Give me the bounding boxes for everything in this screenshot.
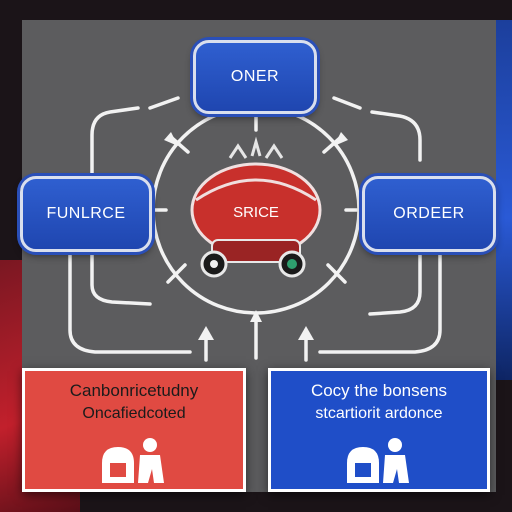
card-left-line2: Oncafiedcoted xyxy=(82,405,186,422)
connector-top-right xyxy=(332,96,362,110)
ray-sw xyxy=(166,263,187,284)
card-right-line1: Cocy the bonsens xyxy=(310,381,448,400)
connector-lower-left-loop xyxy=(90,248,152,306)
card-right-line2: stcartiorit ardonce xyxy=(315,405,443,422)
central-robot-emblem xyxy=(190,136,322,278)
card-left-line1: Canbonricetudny xyxy=(69,381,199,400)
connector-upper-left-loop xyxy=(90,106,140,177)
connector-upper-right-loop xyxy=(370,110,422,162)
node-top-label: ONER xyxy=(230,68,280,85)
connector-lower-right-loop xyxy=(368,248,422,316)
connector-top-left xyxy=(148,96,180,110)
node-left: FUNLRCE xyxy=(20,176,152,252)
person-icon xyxy=(347,438,409,483)
card-right: Cocy the bonsens stcartiorit ardonce xyxy=(268,368,490,492)
node-top: ONER xyxy=(193,40,317,114)
card-left: Canbonricetudny Oncafiedcoted xyxy=(22,368,246,492)
ray-se xyxy=(326,263,347,284)
connector-outer-left xyxy=(68,248,192,354)
center-node-label: SRICE xyxy=(233,204,279,221)
person-icon xyxy=(102,438,164,483)
node-right-label: ORDEER xyxy=(393,205,465,222)
connector-outer-right xyxy=(318,248,442,354)
node-left-label: FUNLRCE xyxy=(46,205,126,222)
node-right: ORDEER xyxy=(362,176,496,252)
